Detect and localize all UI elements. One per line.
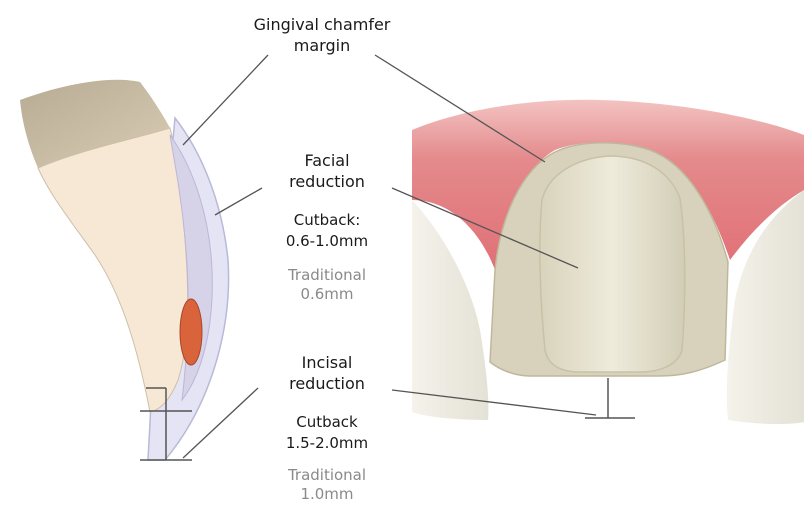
facial-line2: reduction: [262, 171, 392, 192]
facial-traditional-line2: 0.6mm: [262, 285, 392, 304]
incisal-cutback-line2: 1.5-2.0mm: [262, 433, 392, 454]
label-facial-cutback: Cutback: 0.6-1.0mm: [262, 210, 392, 252]
label-facial-reduction: Facial reduction: [262, 150, 392, 192]
facial-line1: Facial: [262, 150, 392, 171]
tooth-facial-view: [412, 100, 804, 424]
label-incisal-cutback: Cutback 1.5-2.0mm: [262, 412, 392, 454]
incisal-traditional-line2: 1.0mm: [262, 485, 392, 504]
facial-cutback-line2: 0.6-1.0mm: [262, 231, 392, 252]
incisal-line1: Incisal: [262, 352, 392, 373]
gingival-line2: margin: [222, 35, 422, 56]
label-facial-traditional: Traditional 0.6mm: [262, 266, 392, 304]
incisal-line2: reduction: [262, 373, 392, 394]
gingival-line1: Gingival chamfer: [222, 14, 422, 35]
tooth-cross-section: [20, 80, 229, 460]
label-gingival-chamfer-margin: Gingival chamfer margin: [222, 14, 422, 56]
label-incisal-reduction: Incisal reduction: [262, 352, 392, 394]
incisal-traditional-line1: Traditional: [262, 466, 392, 485]
facial-traditional-line1: Traditional: [262, 266, 392, 285]
pulp-chamber: [180, 299, 202, 365]
leader-gingival-left: [183, 55, 268, 145]
label-incisal-traditional: Traditional 1.0mm: [262, 466, 392, 504]
dentin-body: [38, 128, 188, 412]
prepared-tooth-core: [540, 156, 685, 372]
facial-cutback-line1: Cutback:: [262, 210, 392, 231]
incisal-cutback-line1: Cutback: [262, 412, 392, 433]
leader-facial-left: [215, 188, 262, 215]
